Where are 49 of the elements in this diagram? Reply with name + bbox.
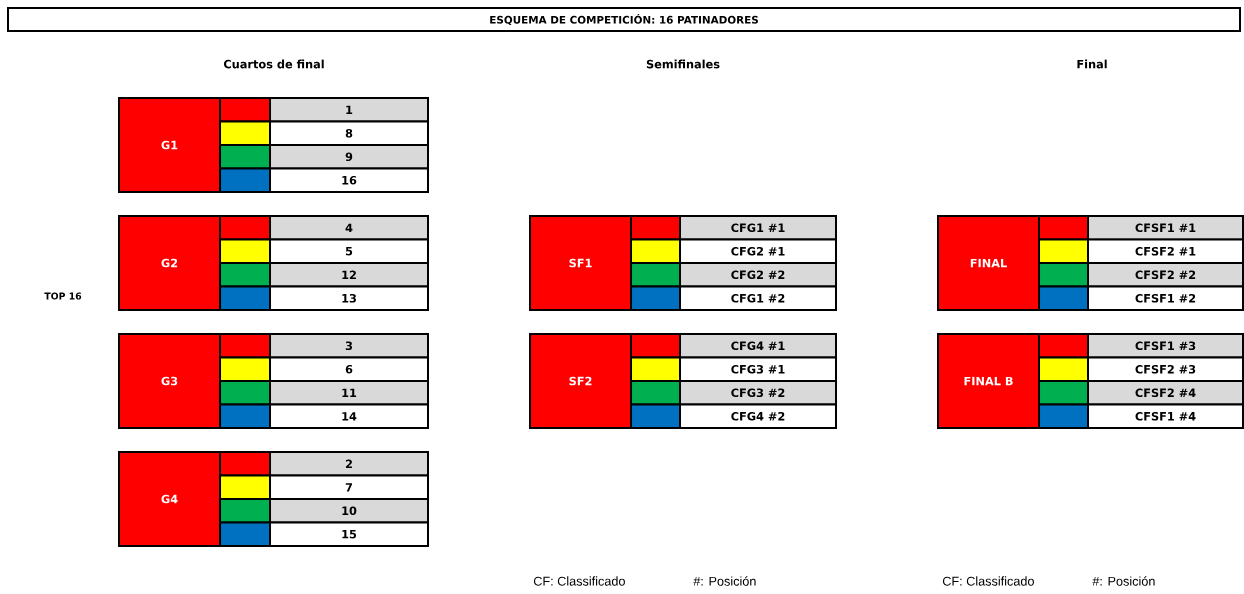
- table-cell: CFSF1 #1: [1087, 215, 1244, 241]
- table-cell: CFG4 #2: [679, 403, 837, 429]
- table-cell: 11: [269, 380, 429, 406]
- column-heading: Cuartos de final: [223, 59, 324, 69]
- table-cell: CFSF2 #4: [1087, 380, 1244, 406]
- table-cell: CFG1 #2: [679, 285, 837, 311]
- group-box: SF1: [529, 215, 632, 311]
- footnote: CF: Classificado: [942, 576, 1034, 586]
- table-cell: CFG3 #2: [679, 380, 837, 406]
- column-heading: Semifinales: [646, 59, 720, 69]
- table-cell: CFSF1 #4: [1087, 403, 1244, 429]
- table-cell: CFSF1 #3: [1087, 333, 1244, 359]
- footnote: #: Posición: [1092, 576, 1155, 586]
- table-cell: 12: [269, 262, 429, 288]
- table-cell: 10: [269, 498, 429, 524]
- table-cell: CFG4 #1: [679, 333, 837, 359]
- footnote: CF: Classificado: [533, 576, 625, 586]
- table-cell: 7: [269, 474, 429, 500]
- group-box: SF2: [529, 333, 632, 429]
- table-cell: CFG2 #1: [679, 238, 837, 264]
- table-cell: 6: [269, 356, 429, 382]
- table-cell: 3: [269, 333, 429, 359]
- table-cell: 4: [269, 215, 429, 241]
- table-cell: CFSF2 #3: [1087, 356, 1244, 382]
- title-bar: ESQUEMA DE COMPETICIÓN: 16 PATINADORES: [7, 7, 1241, 32]
- group-box: FINAL: [937, 215, 1040, 311]
- table-cell: CFSF1 #2: [1087, 285, 1244, 311]
- table-cell: 14: [269, 403, 429, 429]
- table-cell: CFG1 #1: [679, 215, 837, 241]
- table-cell: CFG2 #2: [679, 262, 837, 288]
- table-cell: 2: [269, 451, 429, 477]
- group-box: FINAL B: [937, 333, 1040, 429]
- column-heading: Final: [1077, 59, 1107, 69]
- group-box: G1: [118, 97, 221, 193]
- table-cell: 13: [269, 285, 429, 311]
- table-cell: CFG3 #1: [679, 356, 837, 382]
- table-cell: 16: [269, 167, 429, 193]
- table-cell: CFSF2 #1: [1087, 238, 1244, 264]
- side-label: TOP 16: [44, 292, 82, 300]
- table-cell: 8: [269, 120, 429, 146]
- table-cell: 1: [269, 97, 429, 123]
- table-cell: CFSF2 #2: [1087, 262, 1244, 288]
- group-box: G4: [118, 451, 221, 547]
- table-cell: 9: [269, 144, 429, 170]
- table-cell: 5: [269, 238, 429, 264]
- footnote: #: Posición: [693, 576, 756, 586]
- group-box: G3: [118, 333, 221, 429]
- group-box: G2: [118, 215, 221, 311]
- table-cell: 15: [269, 521, 429, 547]
